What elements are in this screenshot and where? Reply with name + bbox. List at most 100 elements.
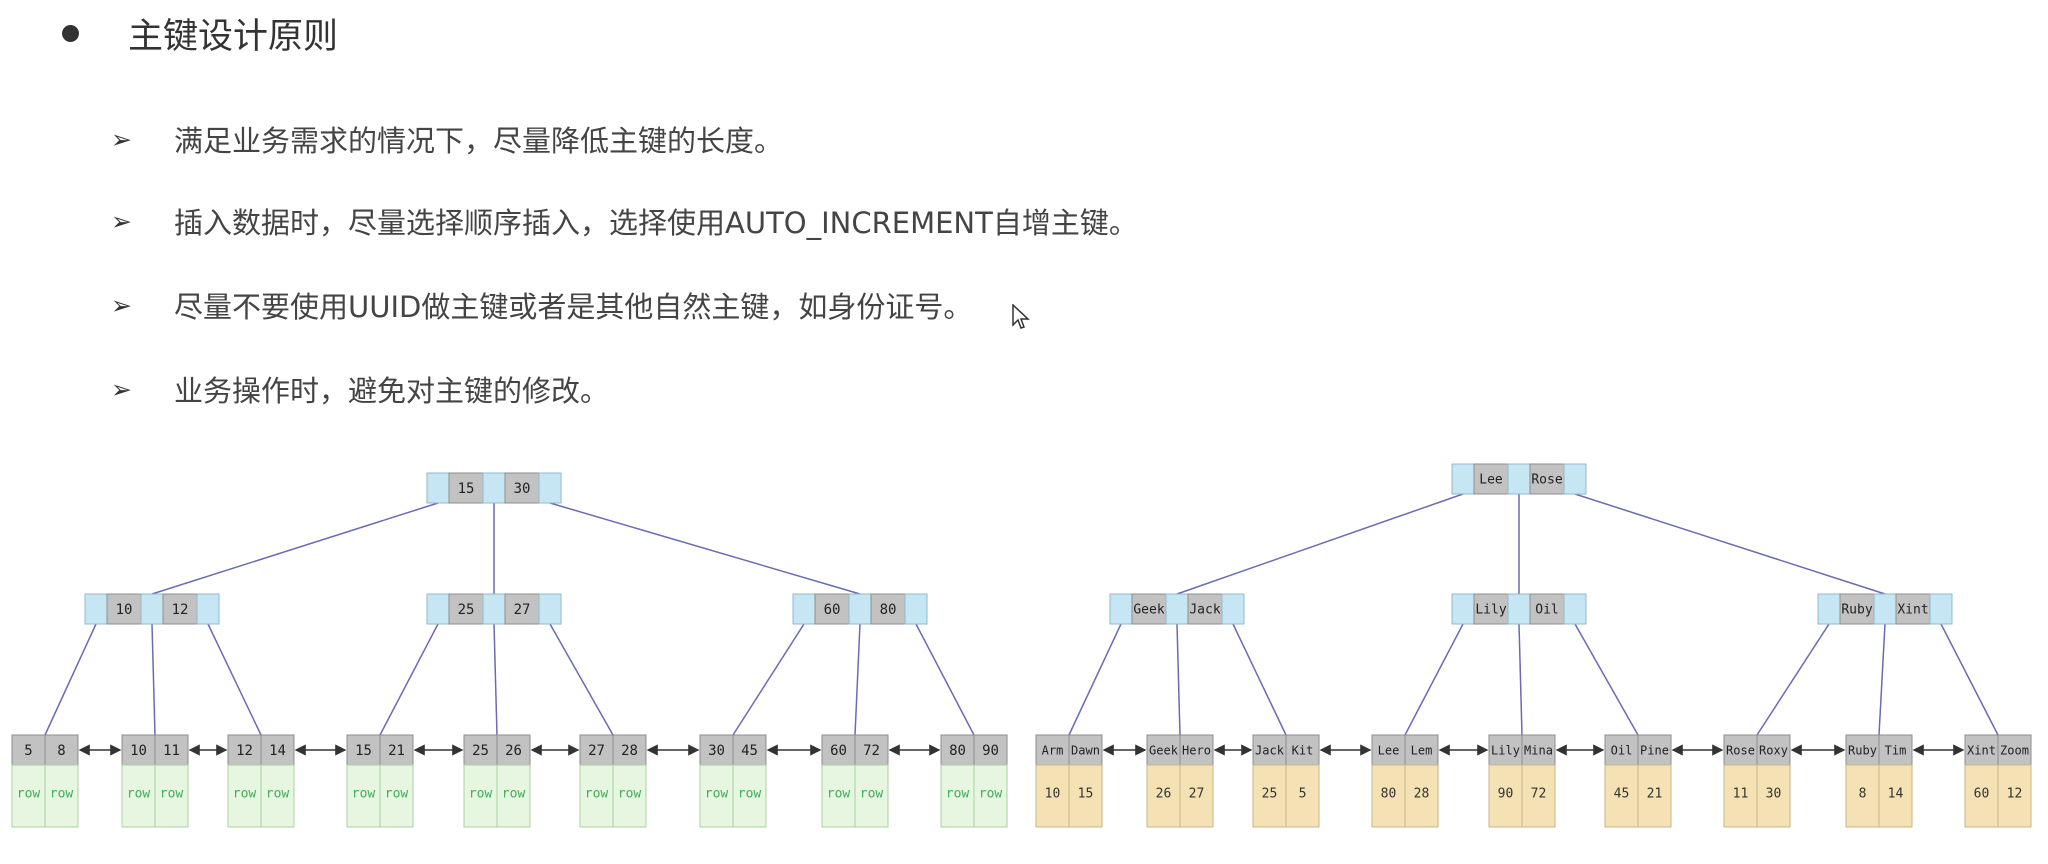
leaf-key: 21 xyxy=(388,743,405,759)
tree-edge xyxy=(549,623,614,736)
pointer-cell xyxy=(1451,593,1475,625)
key-cell xyxy=(1187,593,1223,625)
leaf-key-cell xyxy=(496,734,531,766)
leaf-key: Kit xyxy=(1292,744,1314,758)
key-cell xyxy=(1131,593,1167,625)
tree-edge xyxy=(1878,623,1886,736)
leaf-value-cell xyxy=(1371,764,1406,828)
leaf-value: 25 xyxy=(1262,787,1278,802)
key-cell xyxy=(1473,593,1509,625)
key-cell xyxy=(1839,593,1875,625)
row-data: row xyxy=(946,787,970,802)
key-cell xyxy=(162,593,198,625)
leaf-key-cell xyxy=(121,734,156,766)
tree-edge xyxy=(1940,623,1999,736)
leaf-key: 11 xyxy=(163,743,180,759)
tree-edge xyxy=(1518,623,1523,736)
leaf-value-cell xyxy=(1637,764,1672,828)
solid-circle-bullet-icon xyxy=(62,24,79,42)
leaf-value-cell xyxy=(1404,764,1439,828)
leaf-value-cell xyxy=(1723,764,1758,828)
tree-edge xyxy=(549,502,861,595)
leaf-value-cell xyxy=(1285,764,1320,828)
row-data: row xyxy=(979,787,1003,802)
leaf-value-cell xyxy=(612,764,647,828)
leaf-value: 12 xyxy=(2007,787,2023,802)
leaf-key-cell xyxy=(1997,734,2032,766)
leaf-key-cell xyxy=(1723,734,1758,766)
pointer-cell xyxy=(482,472,506,504)
tree-edge xyxy=(151,623,156,736)
node-key: 15 xyxy=(458,481,475,497)
leaf-key: Mina xyxy=(1524,744,1553,758)
pointer-cell xyxy=(538,472,562,504)
leaf-key-cell xyxy=(379,734,414,766)
key-cell xyxy=(1529,593,1565,625)
section-heading: 主键设计原则 xyxy=(62,8,338,58)
leaf-key: 26 xyxy=(505,743,522,759)
leaf-value-cell xyxy=(1068,764,1103,828)
guideline-item: ➢ 插入数据时，尽量选择顺序插入，选择使用AUTO_INCREMENT自增主键。 xyxy=(111,199,1138,243)
leaf-key: Xint xyxy=(1967,744,1996,758)
leaf-key: Oil xyxy=(1611,744,1633,758)
leaf-key-cell xyxy=(1146,734,1181,766)
leaf-key: Geek xyxy=(1149,744,1179,758)
pointer-cell xyxy=(196,593,220,625)
pointer-cell xyxy=(1563,593,1587,625)
leaf-key-cell xyxy=(854,734,889,766)
tree-edge xyxy=(493,623,498,736)
tree-edge xyxy=(1176,623,1181,736)
leaf-key: 25 xyxy=(472,743,489,759)
tree-edge xyxy=(151,502,439,595)
row-data: row xyxy=(705,787,729,802)
leaf-value: 27 xyxy=(1189,787,1205,802)
leaf-value: 30 xyxy=(1766,787,1782,802)
pointer-cell xyxy=(426,472,450,504)
pointer-cell xyxy=(904,593,928,625)
pointer-cell xyxy=(482,593,506,625)
leaf-key: Dawn xyxy=(1071,744,1100,758)
row-data: row xyxy=(502,787,526,802)
leaf-key: 8 xyxy=(57,743,65,759)
heading-title: 主键设计原则 xyxy=(128,16,339,57)
leaf-key: Rose xyxy=(1726,744,1755,758)
leaf-key: Jack xyxy=(1255,744,1285,758)
guideline-text: 业务操作时，避免对主键的修改。 xyxy=(174,374,610,408)
leaf-value: 45 xyxy=(1614,787,1630,802)
tree-edge xyxy=(732,623,805,736)
leaf-key: 15 xyxy=(355,743,372,759)
guideline-item: ➢ 满足业务需求的情况下，尽量降低主键的长度。 xyxy=(111,117,783,161)
row-data: row xyxy=(352,787,376,802)
leaf-value-cell xyxy=(227,764,262,828)
leaf-key-cell xyxy=(1878,734,1913,766)
leaf-value-cell xyxy=(11,764,46,828)
node-key: Lily xyxy=(1475,603,1506,618)
row-data: row xyxy=(50,787,74,802)
node-key: 25 xyxy=(458,602,475,618)
leaf-value: 15 xyxy=(1078,787,1094,802)
node-key: Xint xyxy=(1897,603,1928,618)
key-cell xyxy=(1529,463,1565,495)
leaf-value-cell xyxy=(1964,764,1999,828)
leaf-value: 8 xyxy=(1859,787,1867,802)
tree-edge xyxy=(915,623,975,736)
leaf-value-cell xyxy=(973,764,1008,828)
arrowhead-bullet-icon: ➢ xyxy=(111,290,132,320)
tree-edge xyxy=(854,623,861,736)
leaf-key-cell xyxy=(1756,734,1791,766)
leaf-key: 14 xyxy=(269,743,286,759)
leaf-key-cell xyxy=(1285,734,1320,766)
leaf-key-cell xyxy=(612,734,647,766)
leaf-key: 90 xyxy=(982,743,999,759)
pointer-cell xyxy=(1873,593,1897,625)
pointer-cell xyxy=(1929,593,1953,625)
leaf-key: Lem xyxy=(1411,744,1433,758)
